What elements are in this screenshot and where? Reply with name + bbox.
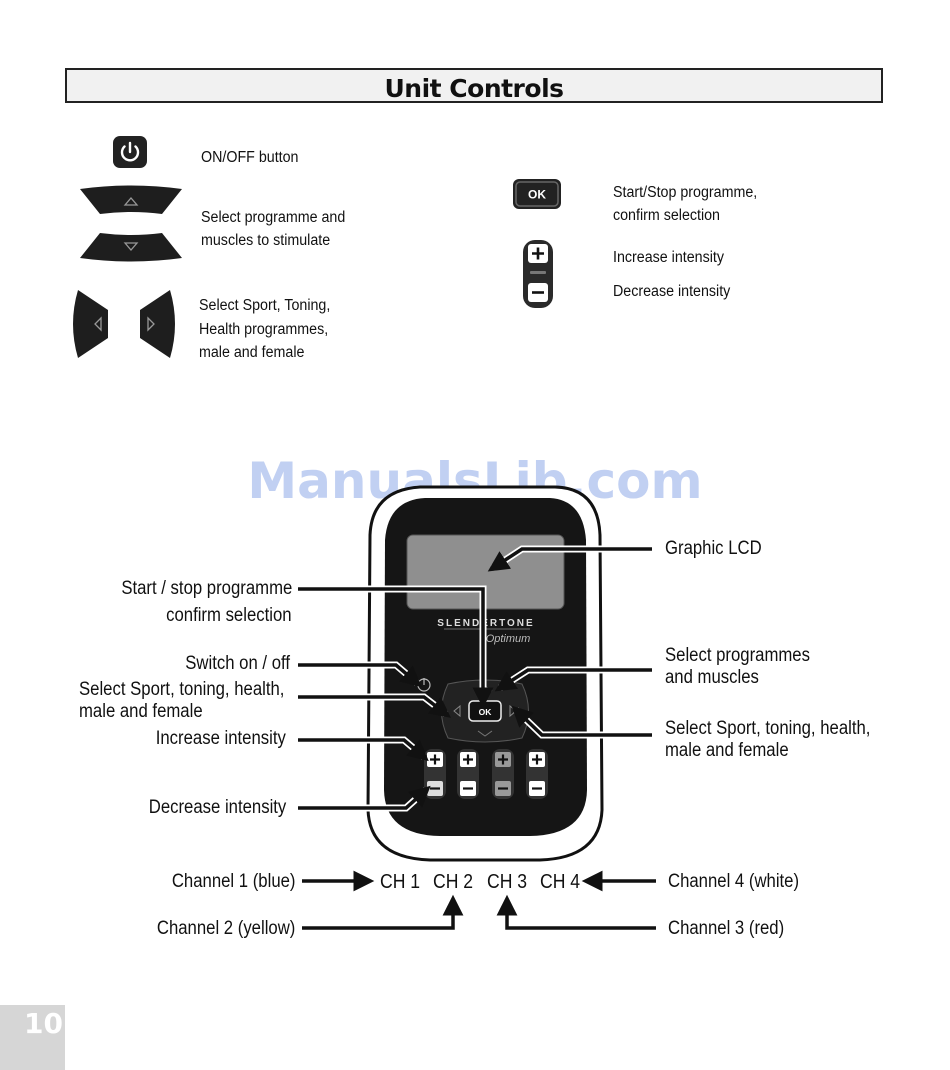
- channel-label-1: CH 1: [380, 871, 421, 893]
- legend-ok-text-1: Start/Stop programme,: [613, 184, 758, 201]
- arrow-channel-2: [302, 894, 464, 930]
- left-arrow-button-icon: [70, 288, 110, 365]
- intensity-rocker-2: [457, 749, 479, 799]
- callout-decrease: Decrease intensity: [148, 797, 286, 818]
- callout-channel-1: Channel 1 (blue): [171, 871, 295, 892]
- up-arrow-button-icon: [78, 185, 184, 222]
- section-header: Unit Controls: [65, 68, 883, 103]
- channel-label-3: CH 3: [487, 871, 528, 893]
- callout-select-right-1: Select Sport, toning, health,: [665, 718, 871, 739]
- device-left-icon: [453, 704, 461, 718]
- leader-select-right: [511, 705, 652, 737]
- page-number: 10: [24, 1007, 63, 1040]
- legend-up-down-text-2: muscles to stimulate: [201, 232, 331, 249]
- legend-decrease-text: Decrease intensity: [613, 283, 731, 300]
- plus-minus-rocker-icon: [520, 238, 556, 315]
- leader-increase: [298, 738, 429, 762]
- callout-channel-2: Channel 2 (yellow): [156, 918, 295, 939]
- page-number-tab: 10: [0, 1005, 65, 1070]
- ok-button-icon: OK: [512, 178, 562, 215]
- channel-label-4: CH 4: [540, 871, 581, 893]
- device-ok-text: OK: [479, 707, 493, 717]
- legend-power-text: ON/OFF button: [201, 149, 299, 166]
- legend-left-right-text-1: Select Sport, Toning,: [199, 297, 331, 314]
- leader-decrease: [298, 785, 431, 810]
- leader-select-programmes: [494, 668, 652, 692]
- legend-up-down-text-1: Select programme and: [201, 209, 346, 226]
- callout-select-right-2: male and female: [665, 740, 789, 761]
- right-arrow-button-icon: [138, 288, 178, 365]
- legend-increase-text: Increase intensity: [613, 249, 724, 266]
- callout-start-stop-2: confirm selection: [166, 605, 292, 626]
- power-button-icon: [112, 135, 148, 174]
- leader-switch: [298, 663, 422, 688]
- legend-ok-text-2: confirm selection: [613, 207, 720, 224]
- intensity-rocker-3: [492, 749, 514, 799]
- intensity-rocker-4: [526, 749, 548, 799]
- leader-start-stop: [298, 587, 494, 709]
- callout-select-programmes-1: Select programmes: [665, 645, 810, 666]
- arrow-channel-3: [496, 894, 656, 930]
- callout-select-left-2: male and female: [79, 701, 203, 722]
- page-title: Unit Controls: [384, 74, 564, 103]
- leader-select-left: [298, 695, 451, 718]
- model-text: Optimum: [486, 633, 531, 645]
- callout-channel-4: Channel 4 (white): [668, 871, 800, 892]
- legend-left-right-text-2: Health programmes,: [199, 321, 329, 338]
- callout-switch: Switch on / off: [185, 653, 290, 674]
- callout-select-programmes-2: and muscles: [665, 667, 759, 688]
- callout-channel-3: Channel 3 (red): [668, 918, 785, 939]
- callout-select-left-1: Select Sport, toning, health,: [79, 679, 285, 700]
- legend-left-right-text-3: male and female: [199, 344, 305, 361]
- ok-icon-text: OK: [528, 188, 546, 202]
- callout-graphic-lcd: Graphic LCD: [665, 538, 762, 559]
- channel-label-2: CH 2: [433, 871, 474, 893]
- leader-lcd: [487, 547, 652, 572]
- down-arrow-button-icon: [78, 230, 184, 267]
- callout-increase: Increase intensity: [155, 728, 286, 749]
- callout-start-stop-1: Start / stop programme: [121, 578, 292, 599]
